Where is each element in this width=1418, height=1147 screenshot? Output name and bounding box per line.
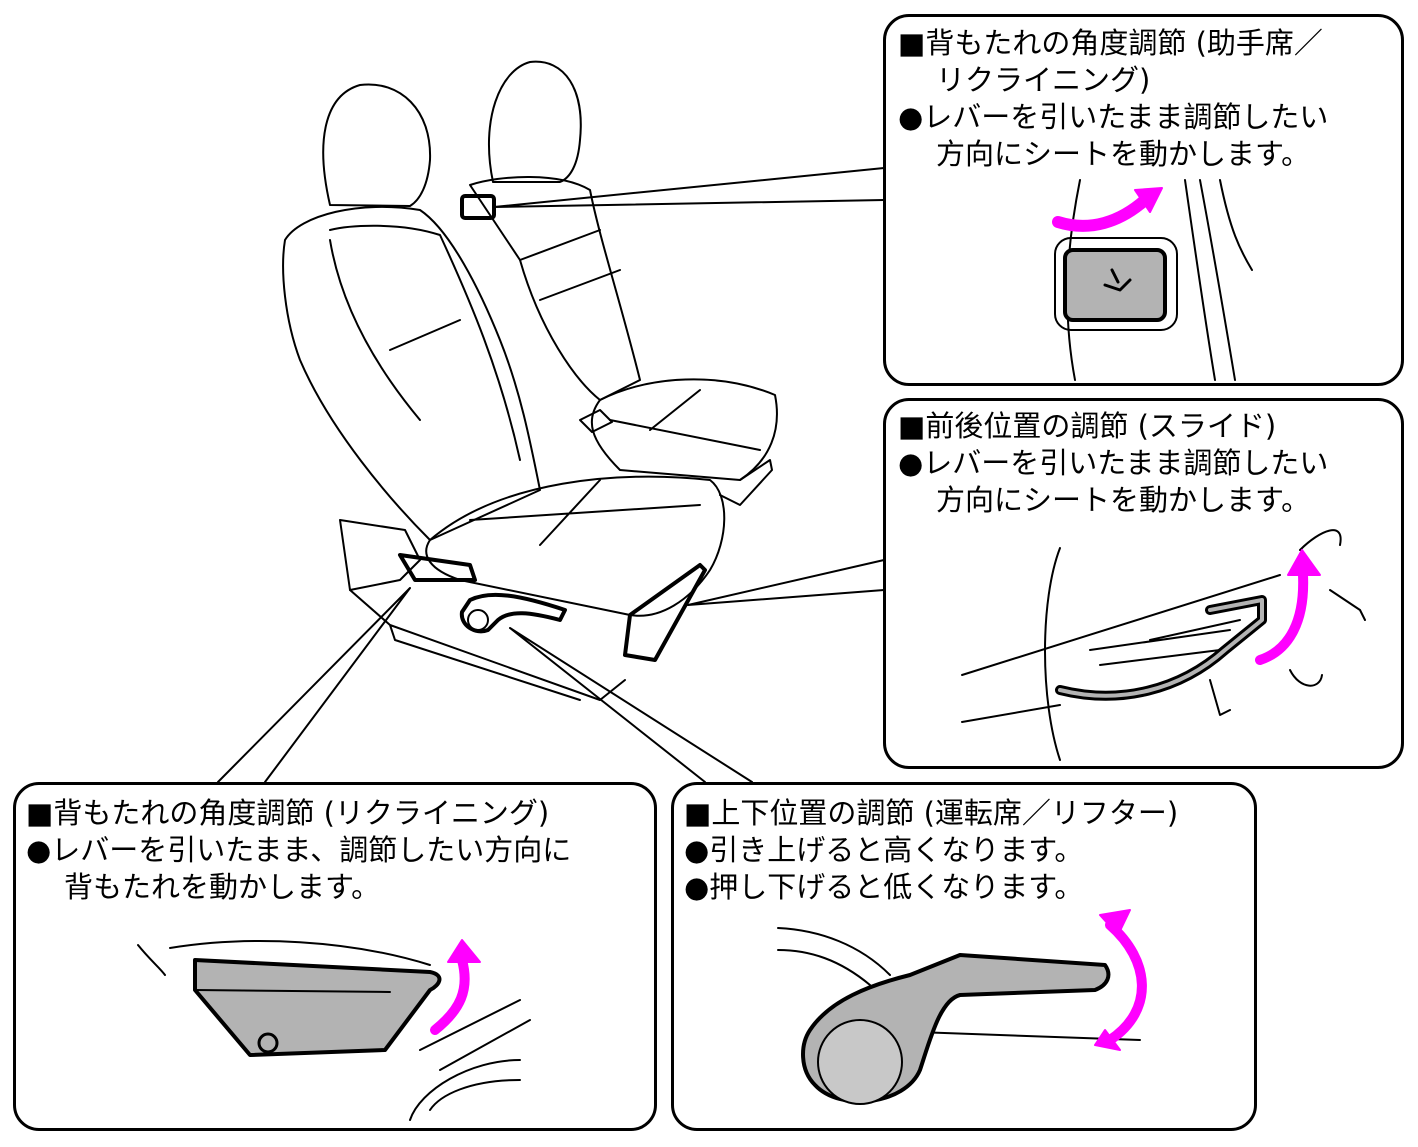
leader-lines bbox=[217, 167, 885, 783]
bullet: ●引き上げると高くなります。 bbox=[684, 833, 1084, 867]
inset-recline-driver bbox=[137, 939, 531, 1121]
callout-text-recline-driver: ■背もたれの角度調節 (リクライニング) ●レバーを引いたまま、調節したい方向に… bbox=[26, 795, 571, 906]
callout-recline-driver bbox=[13, 782, 657, 1131]
magenta-arrow-icon bbox=[430, 955, 470, 1035]
callout-lifter bbox=[671, 782, 1257, 1131]
callout-text-slide: ■前後位置の調節 (スライド) ●レバーを引いたまま調節したい 方向にシートを動… bbox=[898, 408, 1328, 519]
bullet: ●レバーを引いたまま調節したい bbox=[898, 100, 1329, 134]
heading: ■前後位置の調節 (スライド) bbox=[898, 409, 1277, 443]
bullet: ●レバーを引いたまま調節したい bbox=[898, 446, 1329, 480]
bullet-cont: 背もたれを動かします。 bbox=[64, 870, 381, 904]
bullet: ●押し下げると低くなります。 bbox=[684, 870, 1084, 904]
bullet-cont: 方向にシートを動かします。 bbox=[936, 137, 1311, 171]
heading: ■背もたれの角度調節 (リクライニング) bbox=[26, 796, 550, 830]
heading: ■背もたれの角度調節 (助手席／ bbox=[898, 26, 1323, 60]
driver-seat bbox=[282, 83, 726, 701]
heading: ■上下位置の調節 (運転席／リフター) bbox=[684, 796, 1179, 830]
bullet-cont: 方向にシートを動かします。 bbox=[936, 483, 1311, 517]
callout-text-recline-passenger: ■背もたれの角度調節 (助手席／ リクライニング) ●レバーを引いたまま調節した… bbox=[898, 25, 1328, 173]
heading-cont: リクライニング) bbox=[936, 63, 1151, 97]
inset-lifter bbox=[777, 909, 1147, 1105]
inset-slide bbox=[961, 529, 1366, 761]
callout-recline-passenger bbox=[883, 14, 1404, 386]
passenger-seat bbox=[460, 60, 778, 506]
magenta-arrow-icon bbox=[1105, 920, 1147, 1045]
seat-recline-icon bbox=[1103, 268, 1132, 292]
callout-slide bbox=[883, 398, 1404, 769]
magenta-arrow-icon bbox=[1255, 570, 1309, 665]
callout-text-lifter: ■上下位置の調節 (運転席／リフター) ●引き上げると高くなります。 ●押し下げ… bbox=[684, 795, 1178, 906]
magenta-arrow-icon bbox=[1052, 194, 1151, 232]
inset-recline-passenger bbox=[1052, 179, 1253, 381]
bullet: ●レバーを引いたまま、調節したい方向に bbox=[26, 833, 572, 867]
